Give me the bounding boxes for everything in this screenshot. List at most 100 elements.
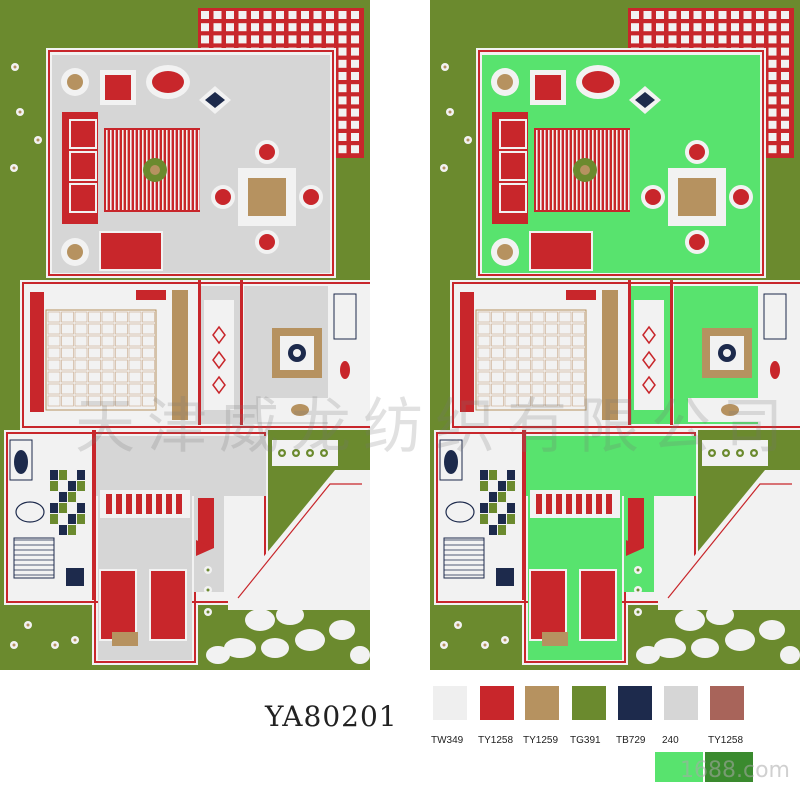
tile [338, 47, 347, 56]
sofa-cushion [499, 119, 527, 149]
tile [351, 108, 359, 117]
grass-flower-center [206, 568, 210, 572]
bed-quilt-square [115, 311, 128, 323]
bed-quilt-square [101, 335, 115, 347]
bath-mat-tile [59, 514, 67, 524]
bed-quilt-square [74, 359, 88, 371]
pebble [312, 515, 338, 535]
grass-flower-center [36, 138, 40, 142]
bed-quilt-square [115, 359, 128, 371]
bath-mat-tile [498, 492, 506, 502]
bed-quilt-square [61, 359, 74, 371]
bath-mat-tile [489, 514, 497, 524]
rug-stripe [560, 130, 562, 210]
wall-line [48, 50, 334, 276]
bath-mat-tile [498, 514, 506, 524]
bath-mat-tile [68, 514, 76, 524]
bed-quilt-square [504, 371, 518, 383]
bed-quilt-square [115, 323, 128, 335]
pebble [261, 638, 289, 658]
bed-quilt-square [142, 383, 155, 395]
bed-quilt-square [558, 359, 572, 371]
bed-quilt-square [47, 395, 61, 407]
grass-flower-center [13, 65, 17, 69]
bath-mat-tile [489, 470, 497, 480]
bath-mat-tile [50, 525, 58, 535]
bath-mat-tile [59, 525, 67, 535]
tile [351, 11, 359, 19]
tile [213, 23, 222, 32]
tile [781, 133, 789, 141]
bed-quilt-square [477, 323, 491, 335]
bed-quilt-square [531, 335, 545, 347]
tile [781, 35, 789, 44]
tile [743, 35, 752, 44]
color-swatch [572, 686, 606, 720]
bed-quilt-square [88, 395, 101, 407]
tile [681, 11, 689, 19]
bed-quilt-square [128, 371, 142, 383]
lamp [497, 74, 513, 90]
bed-quilt-square [545, 311, 558, 323]
plant-pot [580, 165, 590, 175]
bed-quilt-square [518, 371, 531, 383]
bed-quilt-square [74, 311, 88, 323]
tile [643, 11, 652, 19]
shelf-section [763, 293, 787, 340]
bed-quilt-square [88, 335, 101, 347]
bed-quilt-square [531, 311, 545, 323]
wall-divider [522, 430, 526, 600]
pebble [295, 629, 325, 651]
flower-center [710, 451, 714, 455]
bed-quilt-square [88, 347, 101, 359]
tile [351, 35, 359, 44]
tile [276, 35, 284, 44]
tile [326, 23, 334, 32]
tile [351, 47, 359, 56]
bed-quilt-square [518, 347, 531, 359]
flower-center [752, 451, 756, 455]
rug-stripe [138, 130, 140, 210]
wall-divider [670, 280, 673, 425]
pebble [350, 646, 370, 664]
pebble [322, 554, 348, 576]
bed-quilt-square [572, 383, 585, 395]
bed-quilt-square [545, 371, 558, 383]
bath-mat-tile [480, 481, 488, 491]
bed-quilt-square [558, 335, 572, 347]
bath-mat-tile [50, 514, 58, 524]
bed-quilt-square [518, 335, 531, 347]
rug-stripe [118, 130, 120, 210]
flower-center [322, 451, 326, 455]
bed-quilt-square [572, 335, 585, 347]
bed-quilt-square [491, 359, 504, 371]
pebble [739, 590, 765, 610]
wall-divider [240, 280, 243, 425]
tile [656, 11, 664, 19]
bath-mat-tile [77, 503, 85, 513]
grass-flower-center [206, 588, 210, 592]
bed-quilt-square [572, 395, 585, 407]
bed-quilt-square [518, 383, 531, 395]
grass-flower-center [26, 623, 30, 627]
grass-flower-center [456, 623, 460, 627]
bed-quilt-square [142, 323, 155, 335]
bath-mat-tile [77, 525, 85, 535]
bed-quilt-square [115, 371, 128, 383]
bed-quilt-square [128, 347, 142, 359]
lamp [67, 74, 83, 90]
bath-mat-tile [68, 503, 76, 513]
bath-mat-tile [50, 503, 58, 513]
tile [313, 35, 322, 44]
bath-mat-tile [480, 514, 488, 524]
runner-diamond [212, 350, 226, 370]
rug-stripe [106, 130, 108, 210]
rug-stripe [126, 130, 128, 210]
tile [238, 23, 247, 32]
grass-flower-center [503, 638, 507, 642]
bench-slat [106, 494, 112, 514]
dining-chair-seat [645, 189, 661, 205]
bed-rug [112, 632, 138, 646]
wall-divider [92, 430, 96, 600]
closet-door [628, 498, 644, 548]
